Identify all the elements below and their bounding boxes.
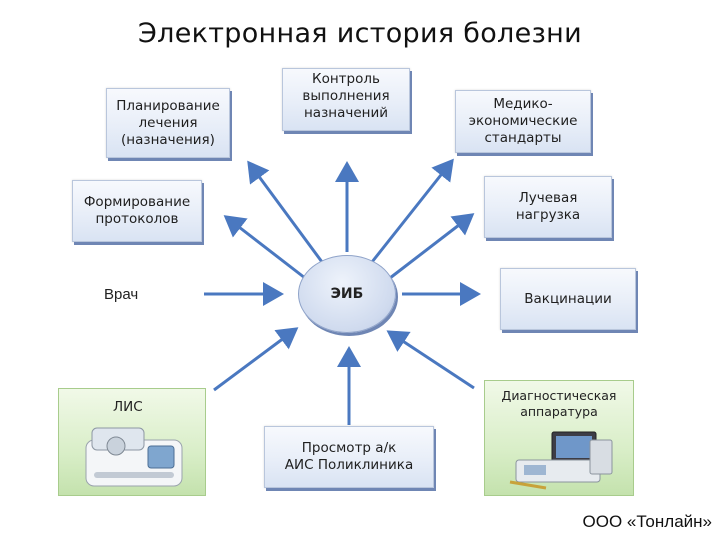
node-prescription-control: Контроль выполнения назначений [282,68,410,131]
node-vaccinations-label: Вакцинации [524,290,612,307]
lab-analyzer-image [85,427,183,487]
node-prescription-control-label: Контроль выполнения назначений [302,71,390,121]
hub-ehr: ЭИБ [298,255,396,333]
node-outpatient-view-label: Просмотр а/к АИС Поликлиника [284,440,414,473]
hub-ehr-label: ЭИБ [330,286,364,302]
arrow-from-lis [213,327,299,392]
company-name: ООО «Тонлайн» [582,512,712,531]
node-diagnostic-equipment-label: Диагностическая аппаратура [501,388,617,419]
node-treatment-planning: Планирование лечения (назначения) [106,88,230,158]
node-lis-label: ЛИС [113,399,143,415]
page-title: Электронная история болезни [138,18,582,49]
node-treatment-planning-label: Планирование лечения (назначения) [116,97,220,148]
arrow-from-diagnostic-equipment [386,330,475,390]
node-protocol-formation-label: Формирование протоколов [83,194,191,227]
arrow-to-radiation-load [389,213,475,280]
node-vaccinations: Вакцинации [500,268,636,330]
arrow-to-medico-economic-standards [370,158,454,263]
node-radiation-load-label: Лучевая нагрузка [515,190,581,223]
node-outpatient-view: Просмотр а/к АИС Поликлиника [264,426,434,488]
node-radiation-load: Лучевая нагрузка [484,176,612,238]
arrow-to-treatment-planning [247,160,324,263]
arrow-to-protocol-formation [223,215,306,280]
node-medico-economic-standards: Медико- экономические стандарты [455,90,591,153]
diagnostic-device-image [509,431,613,490]
node-medico-economic-standards-label: Медико- экономические стандарты [468,96,578,146]
node-doctor: Врач [104,286,139,303]
node-protocol-formation: Формирование протоколов [72,180,202,242]
